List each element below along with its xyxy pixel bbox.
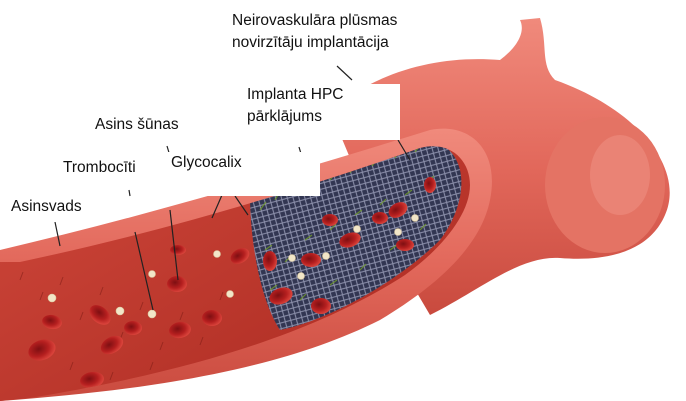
label-glycocalyx: Glycocalix — [168, 152, 320, 196]
label-platelets: Trombocīti — [60, 157, 154, 183]
label-implant-coating: Implanta HPC pārklājums — [244, 84, 400, 140]
label-vessel: Asinsvads — [8, 196, 102, 222]
label-blood-cells: Asins šūnas — [92, 114, 208, 140]
label-neurovascular-implant: Neirovaskulāra plūsmas novirzītāju impla… — [229, 10, 435, 62]
